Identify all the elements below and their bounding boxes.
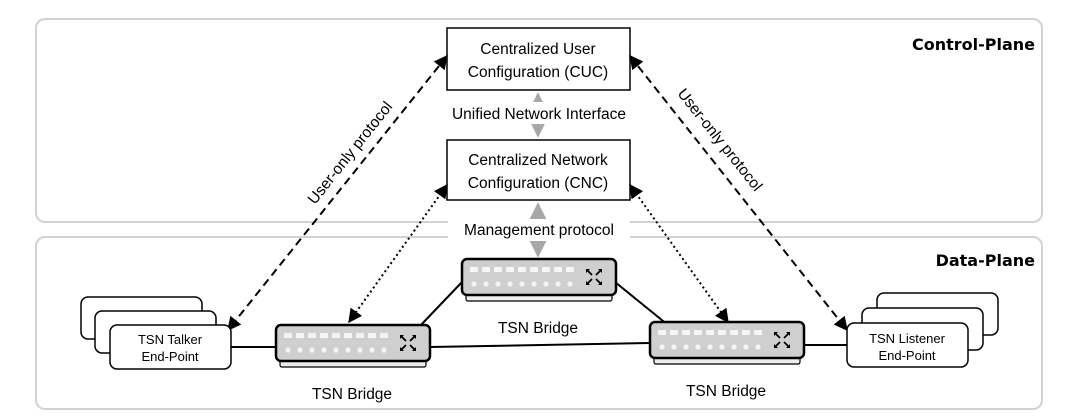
talker-label-line2: End-Point bbox=[141, 349, 198, 364]
tsn-bridge-left bbox=[274, 323, 432, 368]
bridge-body bbox=[460, 257, 618, 297]
talker-label-line1: TSN Talker bbox=[138, 332, 203, 347]
control-plane-title: Control-Plane bbox=[912, 35, 1035, 54]
left-to-top-bridge-link bbox=[419, 281, 463, 327]
bridge-left-label: TSN Bridge bbox=[312, 386, 392, 403]
user-only-left-label: User-only protocol bbox=[305, 99, 397, 208]
listener-label-line1: TSN Listener bbox=[869, 331, 946, 346]
left-to-right-bridge-link bbox=[429, 342, 651, 348]
cuc-label-line2: Configuration (CUC) bbox=[468, 64, 608, 81]
listener-label-line2: End-Point bbox=[878, 348, 935, 363]
user-only-left-link bbox=[227, 54, 448, 332]
cnc-to-right-bridge-link bbox=[629, 183, 729, 324]
management-label: Management protocol bbox=[464, 222, 614, 239]
cnc-label-line1: Centralized Network bbox=[468, 152, 608, 169]
cnc-node: Centralized Network Configuration (CNC) bbox=[446, 139, 631, 201]
tsn-bridge-right bbox=[648, 320, 806, 365]
bridge-top-label: TSN Bridge bbox=[498, 320, 578, 337]
data-plane-title: Data-Plane bbox=[936, 251, 1036, 270]
top-to-right-bridge-link bbox=[614, 281, 669, 326]
cuc-label-line1: Centralized User bbox=[480, 41, 595, 58]
bridge-ports bbox=[658, 330, 762, 350]
switch-arrows-icon bbox=[774, 332, 790, 348]
talker-endpoint: TSN Talker End-Point bbox=[80, 296, 232, 370]
user-only-right-link bbox=[629, 54, 848, 332]
switch-arrows-icon bbox=[400, 335, 416, 351]
switch-arrows-icon bbox=[586, 269, 602, 285]
bridge-ports bbox=[284, 333, 388, 353]
bridge-right-label: TSN Bridge bbox=[686, 383, 766, 400]
cnc-label-line2: Configuration (CNC) bbox=[468, 175, 608, 192]
bridge-body bbox=[648, 320, 806, 360]
cnc-to-left-bridge-link bbox=[348, 183, 448, 324]
cuc-node: Centralized User Configuration (CUC) bbox=[446, 27, 631, 91]
bridge-body bbox=[274, 323, 432, 363]
uni-label: Unified Network Interface bbox=[452, 106, 626, 123]
bridge-ports bbox=[470, 267, 574, 287]
listener-endpoint: TSN Listener End-Point bbox=[846, 292, 999, 368]
user-only-right-label: User-only protocol bbox=[674, 86, 766, 195]
tsn-bridge-top bbox=[460, 257, 618, 302]
